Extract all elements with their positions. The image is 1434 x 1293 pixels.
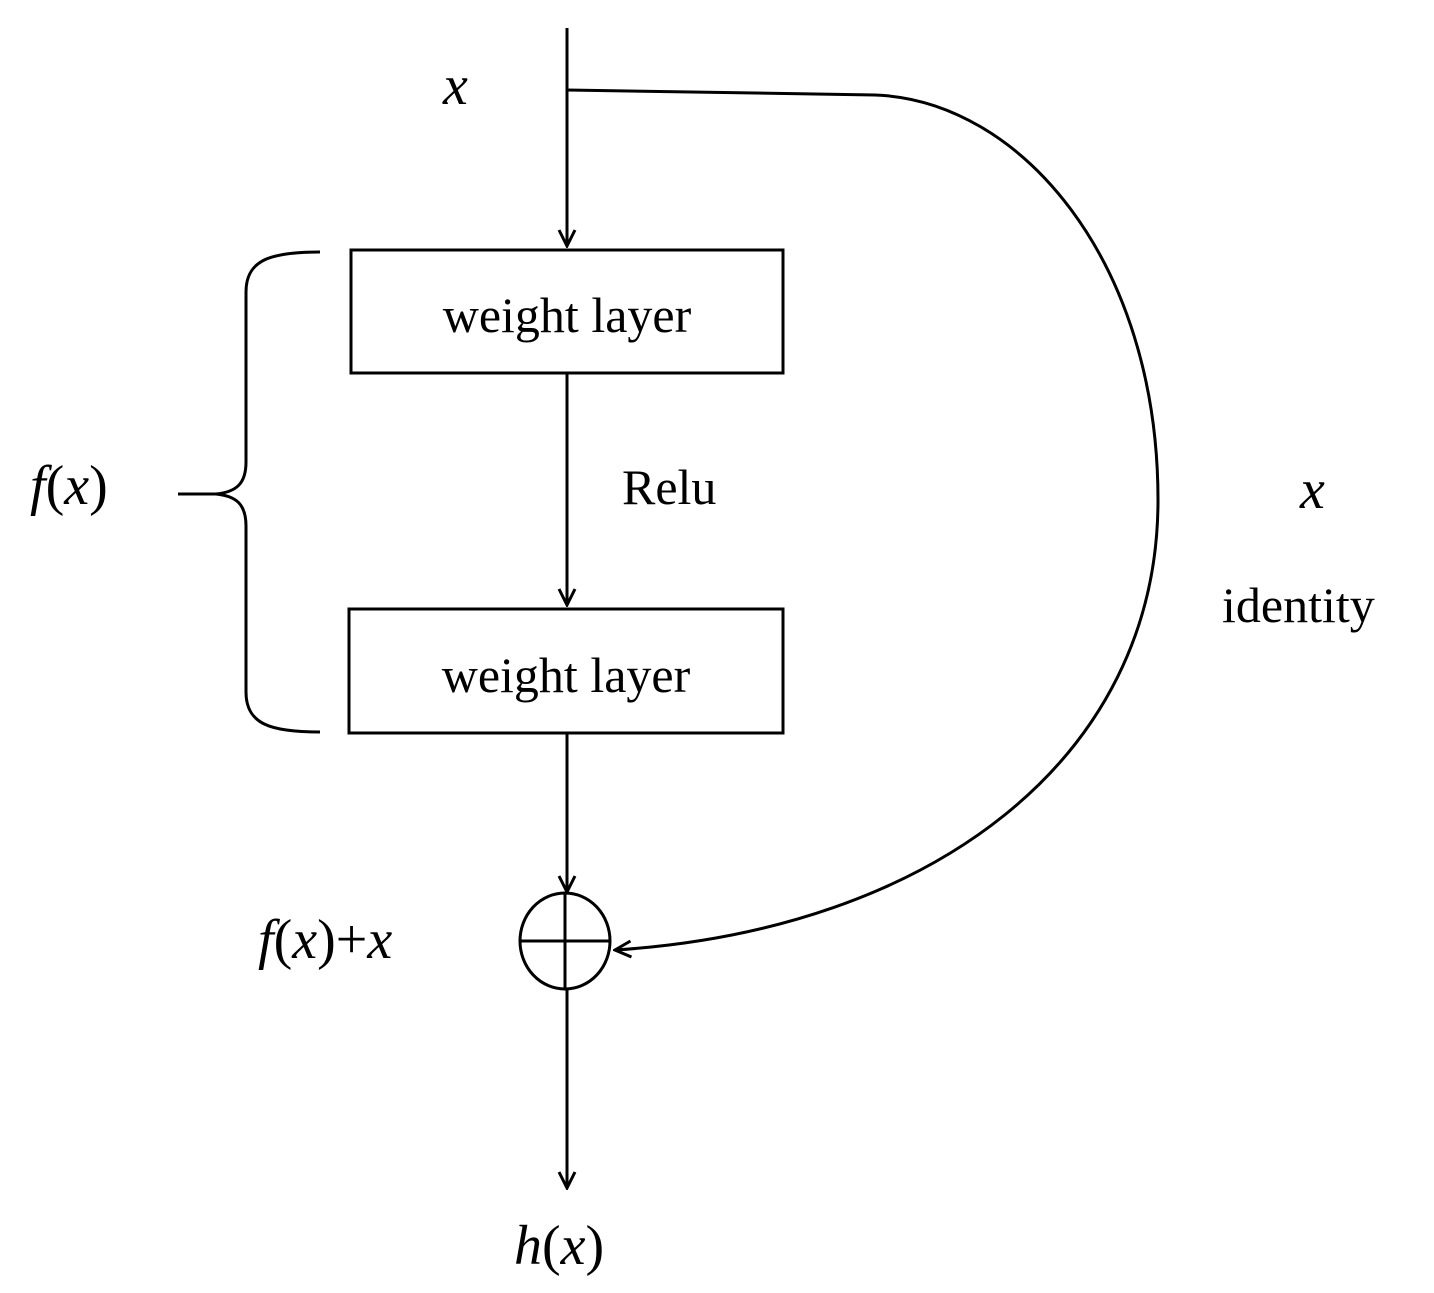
output-label-func: h: [514, 1215, 542, 1277]
weight-layer-1-label: weight layer: [442, 287, 692, 343]
sum-label-var2: x: [367, 909, 393, 971]
weight-layer-2-box: [347, 607, 785, 735]
sum-label-var: x: [292, 909, 318, 971]
residual-function-close: ): [89, 455, 108, 517]
output-label-close: ): [585, 1215, 605, 1277]
identity-skip-connection: [566, 88, 1160, 950]
output-label-open: (: [542, 1215, 561, 1277]
activation-label: Relu: [622, 459, 717, 515]
weight-layer-2-label: weight layer: [441, 647, 691, 703]
residual-function-label: f(x): [30, 458, 108, 514]
residual-brace: [178, 250, 321, 734]
sum-label-plus: +: [335, 909, 368, 971]
output-label: h(x): [514, 1218, 604, 1274]
sum-label-open: (: [273, 909, 293, 971]
residual-function-var: x: [64, 455, 90, 517]
output-label-var: x: [560, 1215, 586, 1277]
residual-function-open: (: [45, 455, 65, 517]
sum-label-func: f: [258, 909, 274, 971]
input-label: x: [443, 55, 468, 117]
residual-function-name: f: [30, 455, 46, 517]
sum-label: f(x)+x: [258, 912, 392, 968]
identity-label: identity: [1222, 577, 1375, 633]
sum-label-close: ): [317, 909, 336, 971]
identity-var-label: x: [1300, 459, 1325, 521]
